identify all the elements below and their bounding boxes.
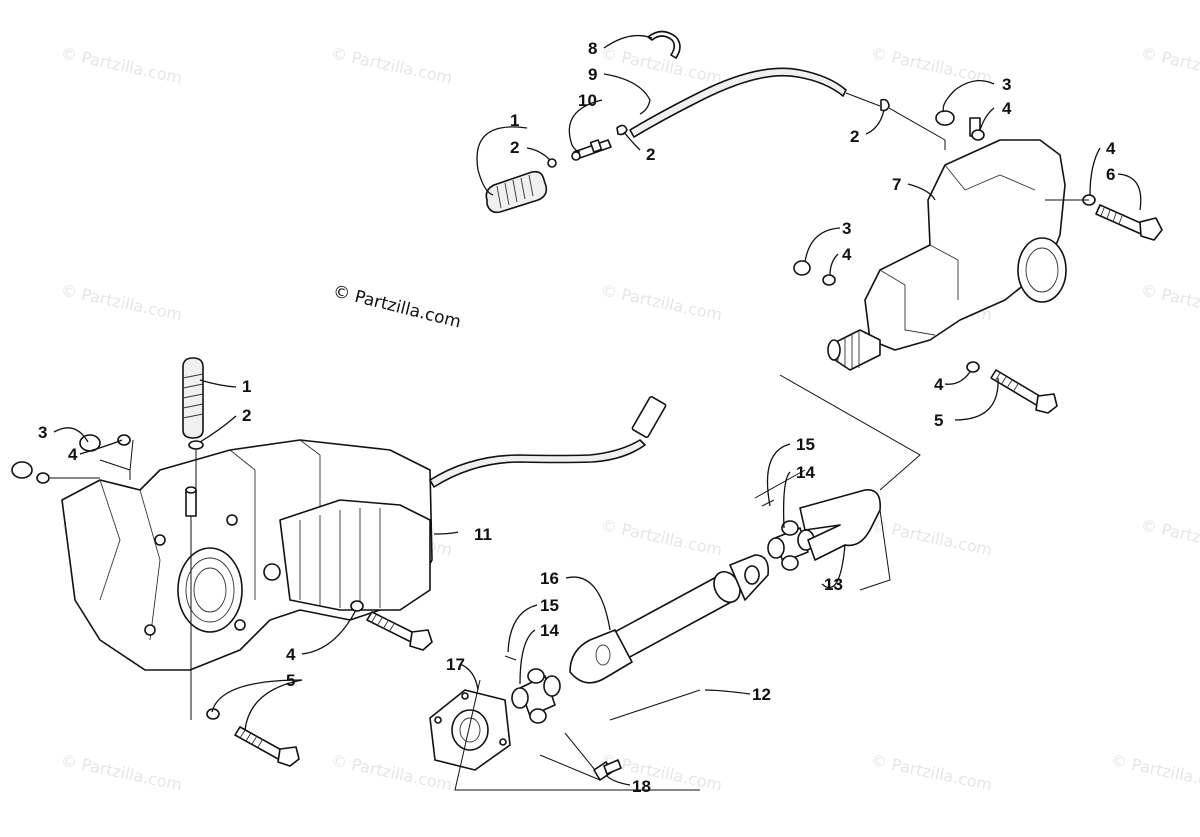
callout-4: 4 xyxy=(934,375,944,394)
callout-2: 2 xyxy=(646,145,655,164)
nut-right-mid xyxy=(793,260,811,276)
right-gearcase xyxy=(827,117,1067,371)
callout-2: 2 xyxy=(242,406,251,425)
washer-left-top xyxy=(117,434,131,446)
clip-top-left xyxy=(547,158,557,168)
callout-labels: 1 2 8 9 10 2 2 3 4 4 6 7 3 4 4 5 1 2 3 4… xyxy=(38,39,1116,796)
callout-4: 4 xyxy=(842,245,852,264)
boot-left xyxy=(182,357,204,439)
watermark: © Partzilla.com xyxy=(599,750,724,794)
callout-4: 4 xyxy=(68,445,78,464)
watermark: © Partzilla.com xyxy=(599,515,724,559)
watermark: © Partzilla.com xyxy=(1109,750,1200,794)
callout-9: 9 xyxy=(588,65,597,84)
bolt-5-left-upper xyxy=(366,611,433,651)
watermark: © Partzilla.com xyxy=(599,280,724,324)
bolt-5-right xyxy=(990,369,1058,414)
callout-3: 3 xyxy=(1002,75,1011,94)
watermark: © Partzilla.com xyxy=(1139,515,1200,559)
callout-5: 5 xyxy=(286,671,295,690)
u-joint-lower xyxy=(511,668,561,724)
callout-7: 7 xyxy=(892,175,901,194)
watermark: © Partzilla.com xyxy=(869,750,994,794)
bolt-5-left-lower xyxy=(234,726,300,767)
left-gearcase xyxy=(61,439,433,671)
washer-right-mid xyxy=(822,274,836,286)
watermark: © Partzilla.com xyxy=(59,280,184,324)
callout-5: 5 xyxy=(934,411,943,430)
callout-8: 8 xyxy=(588,39,597,58)
watermark: © Partzilla.com xyxy=(1139,43,1200,87)
callout-16: 16 xyxy=(540,569,559,588)
washer-left-mid xyxy=(36,472,50,484)
callout-1: 1 xyxy=(510,111,519,130)
top-cable-assembly xyxy=(485,30,946,214)
watermark-center: © Partzilla.com xyxy=(331,281,463,332)
flange-17 xyxy=(429,689,511,771)
callout-13: 13 xyxy=(824,575,843,594)
drive-shaft xyxy=(569,554,770,684)
callout-11: 11 xyxy=(474,525,492,544)
callout-4: 4 xyxy=(1106,139,1116,158)
callout-1: 1 xyxy=(242,377,251,396)
nut-left-mid xyxy=(11,461,33,479)
watermark: © Partzilla.com xyxy=(869,515,994,559)
callout-10: 10 xyxy=(578,91,597,110)
callout-leaders xyxy=(53,34,1142,786)
callout-14: 14 xyxy=(796,463,815,482)
callout-15: 15 xyxy=(796,435,815,454)
watermark: © Partzilla.com xyxy=(59,750,184,794)
clamp-top xyxy=(647,30,681,59)
snap-ring-lower xyxy=(504,655,517,661)
clip-top-right xyxy=(880,98,890,112)
watermark: © Partzilla.com xyxy=(329,43,454,87)
wire-harness xyxy=(429,439,646,488)
boot-top xyxy=(485,170,548,214)
cable-top xyxy=(629,67,847,138)
callout-3: 3 xyxy=(842,219,851,238)
callout-12: 12 xyxy=(752,685,771,704)
pin-top xyxy=(571,139,612,161)
watermark: © Partzilla.com xyxy=(599,43,724,87)
callout-15: 15 xyxy=(540,596,559,615)
callout-17: 17 xyxy=(446,655,465,674)
callout-3: 3 xyxy=(38,423,47,442)
nut-right-top xyxy=(935,110,955,126)
washer-right-top xyxy=(971,129,985,141)
callout-6: 6 xyxy=(1106,165,1115,184)
snap-ring-upper xyxy=(761,499,775,507)
callout-2: 2 xyxy=(850,127,859,146)
callout-4: 4 xyxy=(286,645,296,664)
washer-right-low xyxy=(966,361,980,373)
callout-18: 18 xyxy=(632,777,651,796)
watermark: © Partzilla.com xyxy=(59,43,184,87)
callout-4: 4 xyxy=(1002,99,1012,118)
bolt-18 xyxy=(593,759,622,781)
bolt-6 xyxy=(1095,204,1163,241)
u-joint-upper xyxy=(767,520,815,571)
wire-connector xyxy=(631,395,667,439)
yoke-13 xyxy=(799,489,882,561)
washer-left-low xyxy=(350,600,364,612)
callout-14: 14 xyxy=(540,621,559,640)
watermark: © Partzilla.com xyxy=(1139,280,1200,324)
callout-2: 2 xyxy=(510,138,519,157)
